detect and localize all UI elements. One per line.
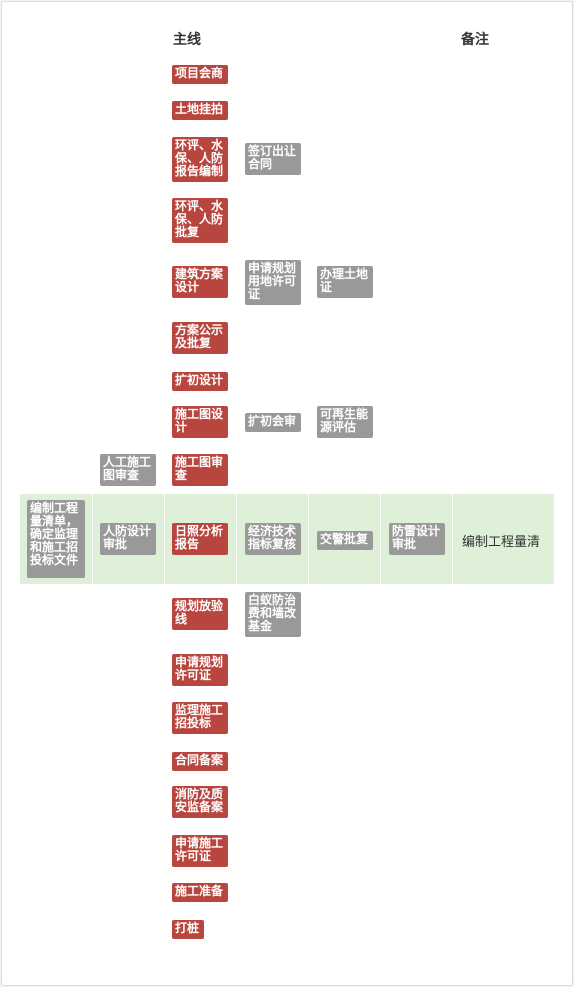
step-guihua-yanxian: 规划放验线 [172,598,228,630]
step-bianzhi-qingdan: 编制工程量清单，确定监理和施工招投标文件 [27,500,85,578]
step-jianzhu-fangan: 建筑方案设计 [172,266,228,298]
step-banli-tudizheng: 办理土地证 [317,266,373,298]
mainline-header: 主线 [173,32,201,48]
step-huanping-pifu: 环评、水保、人防批复 [172,198,228,243]
band-divider [164,494,165,584]
step-baiyi-fangzhi: 白蚁防治费和墙改基金 [245,592,301,637]
step-yongdi-xuke: 申请规划用地许可证 [245,260,301,305]
step-dazhuang: 打桩 [172,920,204,939]
step-jianli-zhaotoubiao: 监理施工招投标 [172,702,228,734]
step-shigong-xuke: 申请施工许可证 [172,835,228,867]
band-divider [92,494,93,584]
step-rengong-shencha: 人工施工图审查 [100,454,156,486]
step-kuochu-huishen: 扩初会审 [245,413,301,432]
step-xiaofang-beian: 消防及质安监备案 [172,786,228,818]
step-jingji-fuhe: 经济技术指标复核 [245,523,301,555]
step-rizhao-fenxi: 日照分析报告 [172,523,228,555]
step-tudi-guapai: 土地挂拍 [172,101,228,120]
step-hetong-beian: 合同备案 [172,752,228,771]
step-kezaisheng-pinggu: 可再生能源评估 [317,406,373,438]
step-huanping-bianzhi: 环评、水保、人防报告编制 [172,137,228,182]
step-kuochu-sheji: 扩初设计 [172,372,228,391]
step-shigong-zhunbei: 施工准备 [172,883,228,902]
remark-text: 编制工程量清 [462,535,541,550]
step-renfang-shenpi: 人防设计审批 [100,523,156,555]
band-divider [452,494,453,584]
step-xiangmu-huishang: 项目会商 [172,65,228,84]
step-jiaojing-pifu: 交警批复 [317,531,373,550]
step-fangan-gongshi: 方案公示及批复 [172,322,228,354]
band-divider [308,494,309,584]
step-guihua-xuke: 申请规划许可证 [172,654,228,686]
step-qianding-hetong: 签订出让合同 [245,143,301,175]
band-divider [236,494,237,584]
step-shigongtu-sheji: 施工图设计 [172,406,228,438]
step-fanglei-shenpi: 防雷设计审批 [389,523,445,555]
step-shigongtu-shencha: 施工图审查 [172,454,228,486]
band-divider [380,494,381,584]
notes-header: 备注 [461,32,489,48]
